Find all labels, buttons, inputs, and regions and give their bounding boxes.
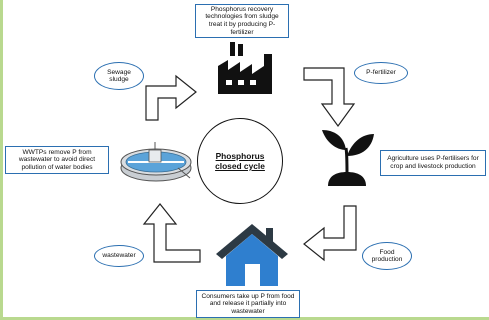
sewage-sludge-label: Sewage sludge [94,62,144,90]
factory-icon [218,42,272,94]
consumers-step-box: Consumers take up P from food and releas… [196,290,300,318]
diagram-title: Phosphorus closed cycle [215,151,265,171]
agriculture-step-box: Agriculture uses P-fertilisers for crop … [380,150,486,176]
food-production-label: Food production [362,242,412,270]
plant-icon [322,130,374,186]
recovery-step-box: Phosphorus recovery technologies from sl… [195,4,289,38]
p-fertilizer-label: P-fertilizer [354,62,408,84]
house-icon [216,224,288,286]
page-edge-left [0,0,3,320]
arrow-to-agriculture [303,67,356,128]
wwtp-step-box: WWTPs remove P from wastewater to avoid … [5,146,109,174]
cycle-center-circle: Phosphorus closed cycle [197,118,283,204]
treatment-tank-icon [120,142,192,182]
arrow-to-consumers [303,205,357,262]
arrow-to-recovery [145,74,197,121]
arrow-to-wwtp [142,203,201,263]
page-edge-bottom [0,317,489,320]
wastewater-label: wastewater [94,245,144,267]
